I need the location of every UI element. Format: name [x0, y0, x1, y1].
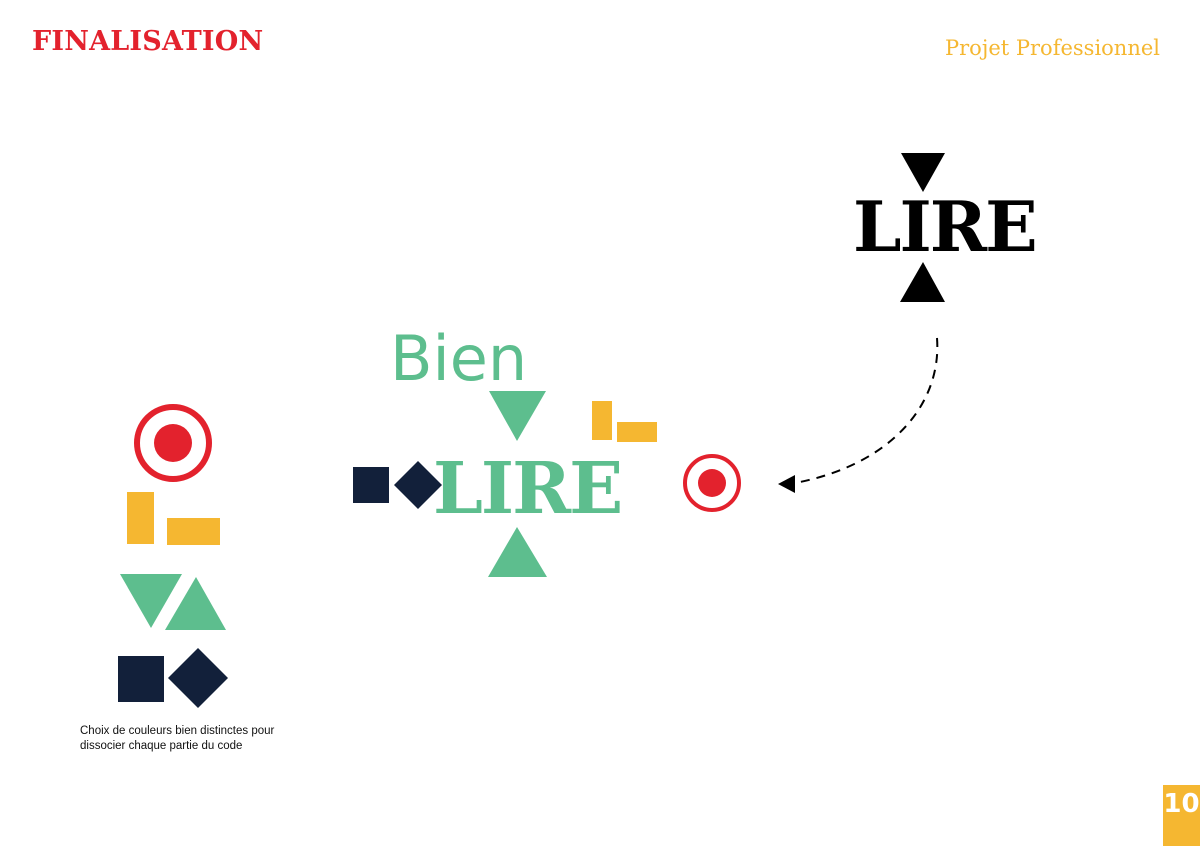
triangle-down-icon [120, 574, 182, 628]
dashed-arrow-icon [778, 337, 939, 493]
target-icon [683, 454, 741, 512]
corner-icon [127, 492, 220, 545]
section-title: FINALISATION [32, 26, 264, 57]
triangle-up-icon [488, 527, 547, 577]
diamond-icon [394, 461, 442, 509]
triangle-up-icon [165, 577, 226, 630]
triangle-down-icon [489, 391, 546, 441]
square-icon [118, 656, 164, 702]
triangle-up-icon [900, 262, 945, 302]
triangle-down-icon [901, 153, 945, 192]
project-title: Projet Professionnel [945, 36, 1160, 60]
square-icon [353, 467, 389, 503]
page-number-badge [1163, 785, 1200, 846]
target-icon [134, 404, 212, 482]
page-number: 10 [1163, 789, 1200, 819]
corner-icon [592, 401, 657, 442]
diamond-icon [168, 648, 228, 708]
palette-caption: Choix de couleurs bien distinctes pour d… [80, 725, 275, 752]
logo-word-lire-green: LIRE [433, 446, 623, 530]
logo-word-lire-black: LIRE [853, 187, 1038, 268]
logo-prefix-bien: Bien [390, 322, 528, 395]
